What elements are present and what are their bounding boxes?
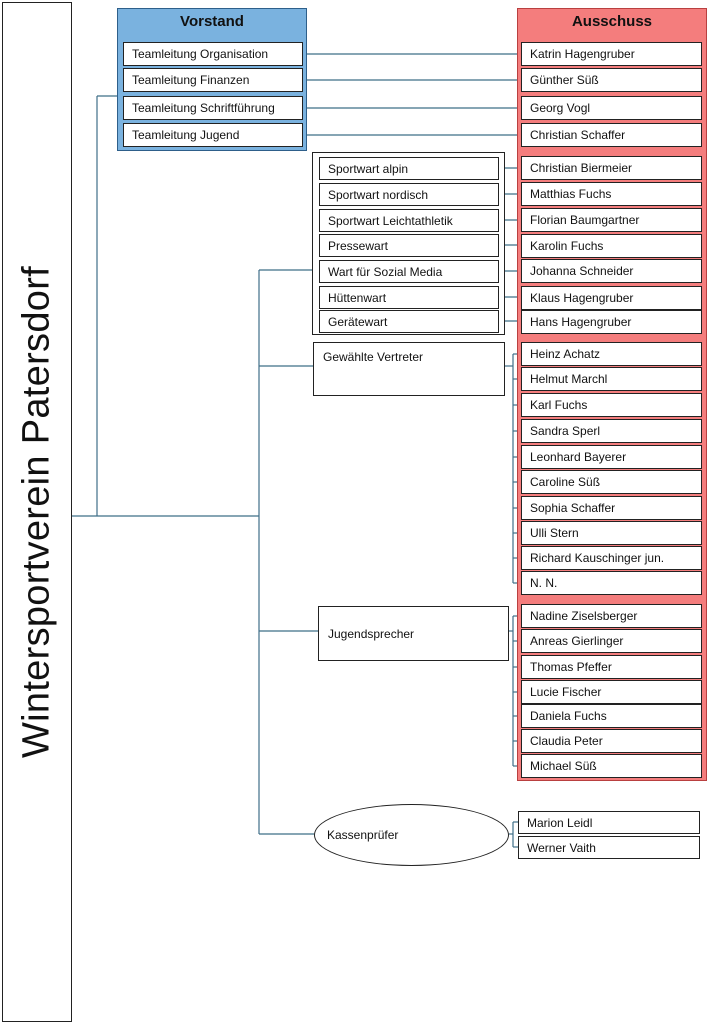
- ausschuss-wart-name: Karolin Fuchs: [521, 234, 702, 258]
- ausschuss-jugend-name-label: Nadine Ziselsberger: [530, 609, 638, 623]
- ausschuss-vorstand-name-label: Christian Schaffer: [530, 128, 626, 142]
- ausschuss-wart-name-label: Karolin Fuchs: [530, 239, 604, 253]
- ausschuss-jugend-name-label: Lucie Fischer: [530, 685, 602, 699]
- ausschuss-vertreter-name-label: Karl Fuchs: [530, 398, 588, 412]
- ausschuss-jugend-name-label: Anreas Gierlinger: [530, 634, 624, 648]
- ausschuss-vertreter-name-label: Sophia Schaffer: [530, 501, 616, 515]
- kassenpruefer-ellipse: Kassenprüfer: [314, 804, 509, 866]
- ausschuss-jugend-name-label: Daniela Fuchs: [530, 709, 607, 723]
- ausschuss-vertreter-name: Sandra Sperl: [521, 419, 702, 443]
- kassenpruefer-name: Marion Leidl: [518, 811, 700, 834]
- ausschuss-jugend-name: Thomas Pfeffer: [521, 655, 702, 679]
- wart-role-label: Pressewart: [328, 238, 389, 253]
- vorstand-role: Teamleitung Organisation: [123, 42, 303, 66]
- wart-role: Sportwart Leichtathletik: [319, 209, 499, 232]
- ausschuss-vorstand-name: Georg Vogl: [521, 96, 702, 120]
- ausschuss-vertreter-name-label: Heinz Achatz: [530, 347, 601, 361]
- ausschuss-jugend-name-label: Claudia Peter: [530, 734, 603, 748]
- vorstand-role: Teamleitung Finanzen: [123, 68, 303, 92]
- ausschuss-vertreter-name: Karl Fuchs: [521, 393, 702, 417]
- ausschuss-vertreter-name: N. N.: [521, 571, 702, 595]
- wart-role-label: Sportwart nordisch: [328, 187, 429, 202]
- wart-role-label: Sportwart alpin: [328, 161, 409, 176]
- ausschuss-vertreter-name-label: Richard Kauschinger jun.: [530, 551, 665, 565]
- ausschuss-vertreter-name: Richard Kauschinger jun.: [521, 546, 702, 570]
- gewaehlte-vertreter-box: Gewählte Vertreter: [313, 342, 505, 396]
- ausschuss-title: Ausschuss: [571, 13, 653, 30]
- vorstand-role-label: Teamleitung Finanzen: [132, 73, 250, 87]
- ausschuss-vertreter-name-label: Helmut Marchl: [530, 372, 608, 386]
- vorstand-role: Teamleitung Jugend: [123, 123, 303, 147]
- wart-role-label: Wart für Sozial Media: [328, 264, 443, 279]
- ausschuss-vertreter-name: Sophia Schaffer: [521, 496, 702, 520]
- ausschuss-vertreter-name-label: Sandra Sperl: [530, 424, 601, 438]
- kassenpruefer-label: Kassenprüfer: [327, 828, 399, 842]
- wart-role: Pressewart: [319, 234, 499, 257]
- ausschuss-wart-name: Klaus Hagengruber: [521, 286, 702, 310]
- vorstand-role-label: Teamleitung Schriftführung: [132, 101, 275, 115]
- ausschuss-wart-name-label: Hans Hagengruber: [530, 315, 632, 329]
- kassenpruefer-name-label: Marion Leidl: [527, 815, 593, 830]
- ausschuss-wart-name-label: Klaus Hagengruber: [530, 291, 634, 305]
- ausschuss-wart-name-label: Florian Baumgartner: [530, 213, 640, 227]
- ausschuss-vertreter-name: Helmut Marchl: [521, 367, 702, 391]
- club-title-box: Wintersportverein Patersdorf: [2, 2, 72, 1022]
- ausschuss-wart-name-label: Johanna Schneider: [530, 264, 634, 278]
- vorstand-role-label: Teamleitung Jugend: [132, 128, 240, 142]
- ausschuss-vertreter-name-label: Caroline Süß: [530, 475, 601, 489]
- ausschuss-jugend-name: Anreas Gierlinger: [521, 629, 702, 653]
- wart-role: Sportwart nordisch: [319, 183, 499, 206]
- ausschuss-vorstand-name: Günther Süß: [521, 68, 702, 92]
- wart-role: Gerätewart: [319, 310, 499, 333]
- wart-role-label: Hüttenwart: [328, 290, 387, 305]
- ausschuss-vertreter-name: Leonhard Bayerer: [521, 445, 702, 469]
- ausschuss-vertreter-name: Caroline Süß: [521, 470, 702, 494]
- wart-role-label: Sportwart Leichtathletik: [328, 213, 453, 228]
- ausschuss-vertreter-name-label: N. N.: [530, 576, 558, 590]
- ausschuss-vertreter-name: Ulli Stern: [521, 521, 702, 545]
- ausschuss-jugend-name-label: Michael Süß: [530, 759, 597, 773]
- vorstand-title: Vorstand: [180, 13, 244, 30]
- ausschuss-wart-name: Matthias Fuchs: [521, 182, 702, 206]
- club-title: Wintersportverein Patersdorf: [15, 265, 58, 759]
- ausschuss-wart-name: Hans Hagengruber: [521, 310, 702, 334]
- kassenpruefer-name: Werner Vaith: [518, 836, 700, 859]
- ausschuss-vertreter-name: Heinz Achatz: [521, 342, 702, 366]
- vorstand-role-label: Teamleitung Organisation: [132, 47, 269, 61]
- wart-role: Wart für Sozial Media: [319, 260, 499, 283]
- ausschuss-vertreter-name-label: Leonhard Bayerer: [530, 450, 627, 464]
- jugendsprecher-label: Jugendsprecher: [328, 626, 415, 641]
- kassenpruefer-name-label: Werner Vaith: [527, 840, 596, 855]
- ausschuss-vorstand-name: Christian Schaffer: [521, 123, 702, 147]
- ausschuss-wart-name: Florian Baumgartner: [521, 208, 702, 232]
- ausschuss-jugend-name-label: Thomas Pfeffer: [530, 660, 612, 674]
- ausschuss-vorstand-name-label: Katrin Hagengruber: [530, 47, 635, 61]
- vorstand-role: Teamleitung Schriftführung: [123, 96, 303, 120]
- ausschuss-vorstand-name: Katrin Hagengruber: [521, 42, 702, 66]
- ausschuss-vorstand-name-label: Georg Vogl: [530, 101, 591, 115]
- gewaehlte-vertreter-label: Gewählte Vertreter: [323, 350, 424, 364]
- ausschuss-wart-name-label: Christian Biermeier: [530, 161, 633, 175]
- wart-role-label: Gerätewart: [328, 314, 388, 329]
- wart-role: Sportwart alpin: [319, 157, 499, 180]
- ausschuss-jugend-name: Lucie Fischer: [521, 680, 702, 704]
- jugendsprecher-box: Jugendsprecher: [318, 606, 509, 661]
- ausschuss-wart-name: Christian Biermeier: [521, 156, 702, 180]
- wart-role: Hüttenwart: [319, 286, 499, 309]
- ausschuss-jugend-name: Daniela Fuchs: [521, 704, 702, 728]
- ausschuss-jugend-name: Nadine Ziselsberger: [521, 604, 702, 628]
- ausschuss-wart-name: Johanna Schneider: [521, 259, 702, 283]
- ausschuss-vorstand-name-label: Günther Süß: [530, 73, 599, 87]
- ausschuss-jugend-name: Michael Süß: [521, 754, 702, 778]
- ausschuss-vertreter-name-label: Ulli Stern: [530, 526, 579, 540]
- ausschuss-wart-name-label: Matthias Fuchs: [530, 187, 612, 201]
- ausschuss-jugend-name: Claudia Peter: [521, 729, 702, 753]
